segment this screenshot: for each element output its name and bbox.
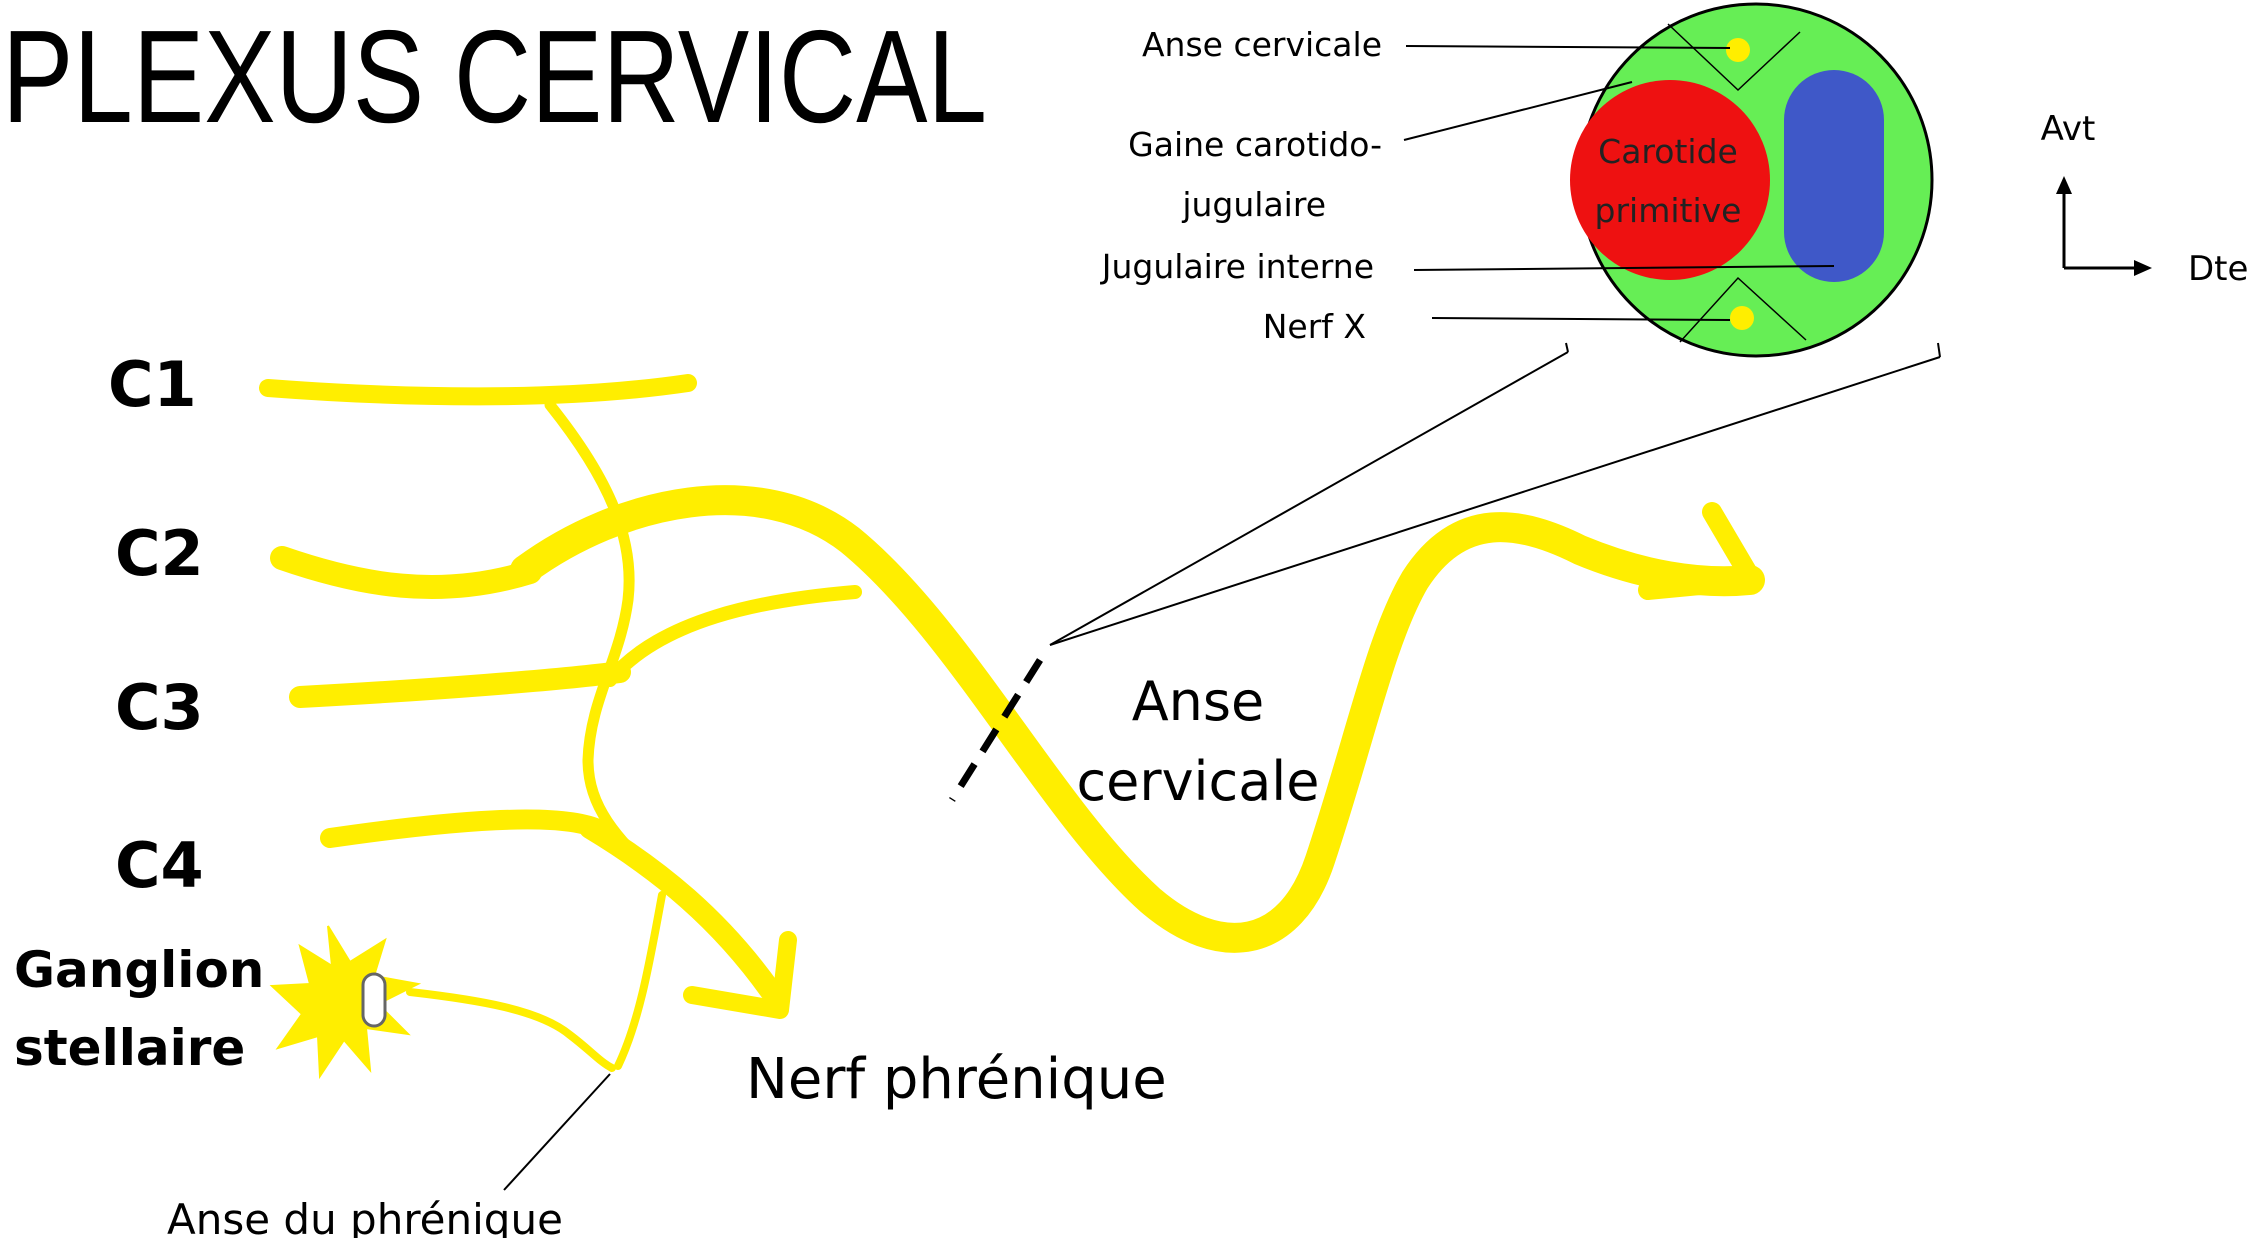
inset-nerf-x-leader [1431, 317, 1731, 321]
page-title: PLEXUS CERVICAL [2, 3, 987, 150]
stellate-ganglion-body [361, 972, 387, 1028]
anse-cervicale-arrowhead [1638, 502, 1762, 600]
zoom-tick-left [1565, 342, 1569, 353]
carotid-sheath-inset: Carotide primitive [1570, 2, 1934, 358]
orientation-right-label: Dte [2188, 249, 2248, 289]
carotid-label-line2: primitive [1595, 191, 1742, 230]
c2-root [270, 546, 542, 599]
anse-du-phrenique-loop [406, 988, 616, 1072]
top-compartment [1667, 23, 1801, 92]
up-arrow-icon [2056, 176, 2072, 194]
nerf-x-dot [1730, 306, 1754, 330]
orientation-up-label: Avt [2041, 109, 2096, 149]
anse-cervicale-dot [1726, 38, 1750, 62]
anse-cervicale-label-line1: Anse [1132, 670, 1265, 733]
c4-root [320, 809, 610, 848]
inset-gaine-label-line2: jugulaire [1181, 185, 1326, 224]
zoom-line-left [1049, 351, 1569, 646]
anse-du-phrenique-label: Anse du phrénique [167, 1195, 563, 1238]
inset-gaine-leader [1403, 81, 1633, 141]
section-cut-line [949, 658, 1043, 802]
carotid-label-line1: Carotide [1598, 132, 1738, 171]
anse-cervicale-loop [510, 485, 1765, 953]
right-arrow-icon [2134, 260, 2152, 276]
phrenic-arrowhead [683, 931, 797, 1019]
root-label-c4: C4 [115, 829, 204, 902]
c3-root [289, 661, 631, 708]
inset-nerf-x-label: Nerf X [1263, 307, 1366, 346]
c1-root [259, 374, 697, 406]
nerve-network [259, 374, 1765, 1072]
inset-anse-cervicale-label: Anse cervicale [1142, 25, 1382, 64]
carotid-artery [1570, 80, 1770, 280]
nerf-phrenique-label: Nerf phrénique [746, 1047, 1167, 1112]
root-label-c3: C3 [115, 671, 204, 744]
zoom-tick-right [1937, 342, 1941, 358]
ganglion-label-line1: Ganglion [14, 941, 264, 999]
inset-jugulaire-leader [1413, 265, 1835, 271]
inset-anse-cervicale-leader [1405, 45, 1731, 49]
root-label-c1: C1 [108, 348, 197, 421]
phrenic-nerve [579, 817, 781, 1001]
inset-jugulaire-label: Jugulaire interne [1100, 247, 1374, 286]
inset-gaine-label-line1: Gaine carotido- [1128, 125, 1382, 164]
anse-cervicale-label-line2: cervicale [1076, 750, 1319, 813]
orientation-axes: Avt Dte [2041, 109, 2249, 289]
phrenic-contribution [614, 891, 666, 1070]
ganglion-label-line2: stellaire [14, 1019, 245, 1077]
c3-branch [603, 585, 862, 687]
zoom-line-right [1049, 356, 1941, 646]
anse-du-phrenique-leader [503, 1073, 611, 1191]
internal-jugular-vein [1784, 70, 1884, 282]
stellate-ganglion-star [269, 925, 422, 1080]
root-label-c2: C2 [115, 517, 204, 590]
